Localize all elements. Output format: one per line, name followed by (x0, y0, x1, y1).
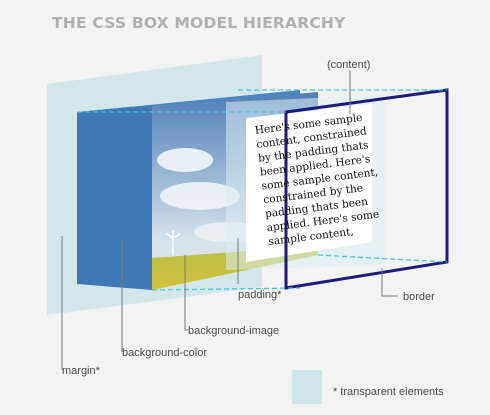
label-background-color: background-color (122, 347, 207, 359)
legend-text: * transparent elements (333, 386, 444, 398)
dashed-guides (77, 89, 448, 291)
cloud-shape (157, 148, 213, 172)
content-box (246, 104, 372, 262)
label-margin: margin* (62, 365, 101, 377)
background-color-layer-fold (77, 106, 152, 290)
diagram-title: THE CSS BOX MODEL HIERARCHY (52, 14, 346, 32)
label-background-image: background-image (188, 325, 279, 337)
wind-turbine-icon (165, 230, 181, 255)
label-padding: padding* (238, 289, 282, 301)
label-border: border (403, 291, 435, 303)
legend-swatch (292, 370, 322, 404)
cloud-shape (160, 182, 240, 210)
leader-lines (61, 70, 398, 370)
sample-content-text: Here's some sample content, constrained … (254, 111, 380, 249)
label-content: (content) (327, 59, 370, 71)
